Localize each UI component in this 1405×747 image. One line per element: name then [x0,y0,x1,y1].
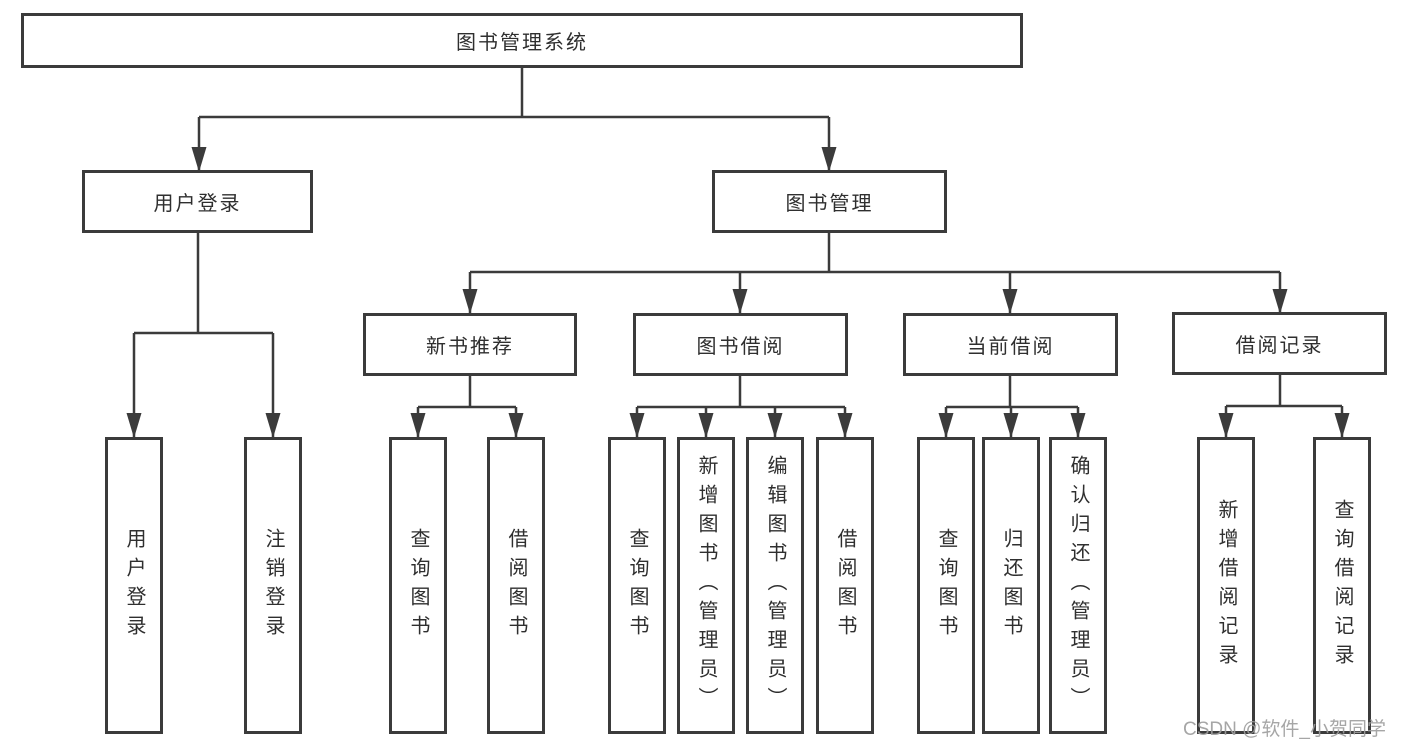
node-label: 查询图书 [626,527,648,644]
node-root-system: 图书管理系统 [21,13,1023,68]
arrow-icon [462,289,478,314]
leaf-add-borrow-record: 新增借阅记录 [1197,437,1255,734]
node-label: 借阅图书 [505,527,527,644]
arrow-icon [732,289,748,314]
node-label: 图书管理系统 [456,32,588,54]
node-label: 当前借阅 [966,336,1055,358]
arrow-icon [629,413,645,438]
node-borrowing-records: 借阅记录 [1172,312,1387,375]
connector-path [132,68,1344,437]
node-label: 新增借阅记录 [1215,498,1237,673]
node-label: 新书推荐 [426,336,514,358]
node-label: 注销登录 [262,527,284,644]
leaf-confirm-return-admin: 确认归还（管理员） [1049,437,1107,734]
node-label: 查询图书 [407,527,429,644]
leaf-query-books: 查询图书 [917,437,975,734]
leaf-return-books: 归还图书 [982,437,1040,734]
arrow-icon [837,413,853,438]
arrow-icon [410,413,426,438]
leaf-borrow-books: 借阅图书 [487,437,545,734]
csdn-watermark: CSDN @软件_小贺同学 [1183,719,1386,740]
arrow-icon [1070,413,1086,438]
node-label: 编辑图书（管理员） [764,455,786,716]
node-label: 图书借阅 [696,336,785,358]
arrow-icon [1218,413,1234,438]
arrow-icon [1003,413,1019,438]
leaf-user-login: 用户登录 [105,437,163,734]
node-label: 确认归还（管理员） [1067,455,1089,716]
arrow-icon [1272,289,1288,314]
leaf-query-books: 查询图书 [608,437,666,734]
node-label: 用户登录 [123,527,145,644]
node-label: 用户登录 [153,193,242,215]
arrow-icon [821,147,837,172]
arrow-icon [698,413,714,438]
leaf-edit-book-admin: 编辑图书（管理员） [746,437,804,734]
node-book-management: 图书管理 [712,170,947,233]
node-label: 新增图书（管理员） [695,455,717,716]
arrow-icon [1334,413,1350,438]
node-user-login: 用户登录 [82,170,313,233]
arrow-icon [265,413,281,438]
node-new-book-recommend: 新书推荐 [363,313,577,376]
arrow-icon [938,413,954,438]
node-label: 借阅图书 [834,527,856,644]
node-current-borrowing: 当前借阅 [903,313,1118,376]
node-label: 查询借阅记录 [1331,498,1353,673]
leaf-logout: 注销登录 [244,437,302,734]
leaf-query-books: 查询图书 [389,437,447,734]
arrow-icon [767,413,783,438]
leaf-add-book-admin: 新增图书（管理员） [677,437,735,734]
node-label: 归还图书 [1000,527,1022,644]
leaf-borrow-books: 借阅图书 [816,437,874,734]
arrow-icon [191,147,207,172]
node-book-borrowing: 图书借阅 [633,313,848,376]
arrow-icon [1002,289,1018,314]
arrow-icon [126,413,142,438]
leaf-query-borrow-record: 查询借阅记录 [1313,437,1371,734]
node-label: 借阅记录 [1235,335,1324,357]
node-label: 图书管理 [785,193,874,215]
arrowheads [126,147,1350,438]
node-label: 查询图书 [935,527,957,644]
arrow-icon [508,413,524,438]
